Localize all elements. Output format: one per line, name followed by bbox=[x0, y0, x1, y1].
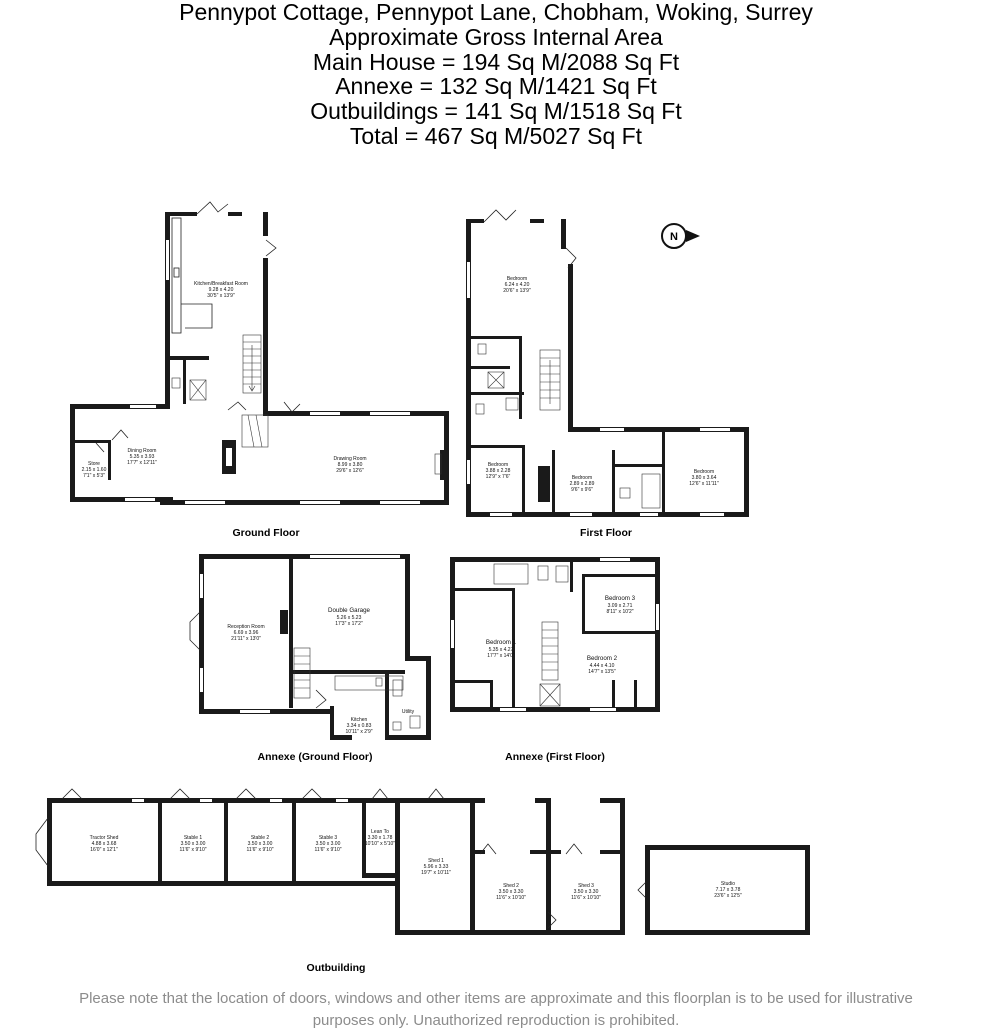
floor-label-ground: Ground Floor bbox=[232, 527, 299, 539]
room-name-shed3: Shed 3 bbox=[578, 883, 594, 889]
room-name-drawing: Drawing Room bbox=[333, 456, 366, 462]
room-imperial-double-garage: 17'3" x 17'2" bbox=[335, 621, 363, 627]
disclaimer-line-1: Please note that the location of doors, … bbox=[79, 990, 913, 1007]
floor-label-annexe-first: Annexe (First Floor) bbox=[505, 751, 605, 763]
room-imperial-shed3: 11'6" x 10'10" bbox=[571, 895, 601, 901]
room-metric-annexe-bed2: 4.44 x 4.10 bbox=[590, 663, 615, 669]
room-imperial-kitchen-breakfast: 30'5" x 13'9" bbox=[207, 293, 235, 299]
room-metric-kitchen-breakfast: 9.28 x 4.20 bbox=[209, 287, 234, 293]
room-imperial-studio: 23'6" x 12'5" bbox=[714, 893, 742, 899]
room-metric-tractor-shed: 4.88 x 3.68 bbox=[92, 841, 117, 847]
room-metric-annexe-kitchen: 3.34 x 0.83 bbox=[347, 723, 372, 729]
room-name-annexe-bed3: Bedroom 3 bbox=[605, 595, 636, 602]
main-house-area: Main House = 194 Sq M/2088 Sq Ft bbox=[312, 48, 680, 75]
room-name-shed1: Shed 1 bbox=[428, 858, 444, 864]
property-address: Pennypot Cottage, Pennypot Lane, Chobham… bbox=[179, 0, 813, 25]
annexe-area: Annexe = 132 Sq M/1421 Sq Ft bbox=[335, 73, 657, 100]
room-imperial-stable2: 11'6" x 9'10" bbox=[246, 847, 273, 853]
room-name-lean-to: Lean To bbox=[371, 829, 389, 835]
room-metric-annexe-bed3: 3.09 x 2.71 bbox=[608, 603, 633, 609]
room-imperial-shed2: 11'6" x 10'10" bbox=[496, 895, 526, 901]
room-metric-shed3: 3.50 x 3.30 bbox=[574, 889, 599, 895]
room-name-dining: Dining Room bbox=[128, 448, 157, 454]
area-heading: Approximate Gross Internal Area bbox=[329, 23, 663, 50]
room-imperial-store: 7'1" x 5'3" bbox=[83, 473, 105, 479]
floor-label-outbuilding: Outbuilding bbox=[307, 962, 366, 974]
room-metric-lean-to: 3.30 x 1.78 bbox=[368, 835, 393, 841]
room-imperial-dining: 17'7" x 12'11" bbox=[127, 460, 157, 466]
room-metric-double-garage: 5.26 x 5.23 bbox=[337, 615, 362, 621]
north-arrow-icon bbox=[661, 223, 700, 249]
room-metric-drawing: 8.99 x 3.80 bbox=[338, 462, 363, 468]
room-name-shed2: Shed 2 bbox=[503, 883, 519, 889]
room-imperial-reception: 21'11" x 13'0" bbox=[231, 636, 261, 642]
room-name-annexe-bed2: Bedroom 2 bbox=[587, 655, 618, 662]
room-name-bedroom-c: Bedroom bbox=[694, 469, 714, 475]
room-imperial-tractor-shed: 16'0" x 12'1" bbox=[90, 847, 118, 853]
room-metric-bedroom-a: 3.88 x 2.28 bbox=[486, 468, 511, 474]
room-metric-bedroom-b: 2.89 x 2.89 bbox=[570, 481, 595, 487]
room-name-bedroom-b: Bedroom bbox=[572, 475, 592, 481]
room-metric-bedroom-c: 3.80 x 3.64 bbox=[692, 475, 717, 481]
annexe-first-floor-plan bbox=[450, 557, 660, 712]
room-name-annexe-bed1: Bedroom 1 bbox=[486, 639, 517, 646]
room-imperial-stable3: 11'6" x 9'10" bbox=[314, 847, 341, 853]
room-metric-stable2: 3.50 x 3.00 bbox=[248, 841, 273, 847]
disclaimer: Please note that the location of doors, … bbox=[0, 988, 992, 1032]
room-name-annexe-kitchen: Kitchen bbox=[351, 717, 368, 723]
ground-floor-plan bbox=[70, 201, 449, 505]
room-metric-annexe-bed1: 5.35 x 4.27 bbox=[489, 647, 514, 653]
room-name-utility: Utility bbox=[402, 709, 415, 715]
room-imperial-bedroom-b: 9'6" x 9'6" bbox=[571, 487, 593, 493]
room-imperial-annexe-kitchen: 10'11" x 2'9" bbox=[345, 729, 372, 735]
room-name-studio: Studio bbox=[721, 881, 735, 887]
room-imperial-annexe-bed2: 14'7" x 13'5" bbox=[588, 669, 616, 675]
outbuildings-area: Outbuildings = 141 Sq M/1518 Sq Ft bbox=[310, 98, 682, 125]
room-metric-shed2: 3.50 x 3.30 bbox=[499, 889, 524, 895]
room-name-store: Store bbox=[88, 461, 100, 467]
room-metric-dining: 5.35 x 3.93 bbox=[130, 454, 155, 460]
room-imperial-bedroom-c: 12'6" x 11'11" bbox=[689, 481, 719, 487]
disclaimer-line-2: purposes only. Unauthorized reproduction… bbox=[312, 1012, 680, 1029]
room-metric-bedroom-top: 6.24 x 4.20 bbox=[505, 282, 530, 288]
first-floor-plan bbox=[466, 209, 749, 517]
compass-letter: N bbox=[670, 231, 678, 243]
outbuilding-plan bbox=[35, 788, 810, 935]
room-metric-store: 2.15 x 1.60 bbox=[82, 467, 107, 473]
room-name-stable3: Stable 3 bbox=[319, 835, 338, 841]
room-imperial-bedroom-a: 12'9" x 7'6" bbox=[486, 474, 511, 480]
room-imperial-annexe-bed3: 8'11" x 10'2" bbox=[606, 609, 633, 615]
room-imperial-shed1: 19'7" x 10'11" bbox=[421, 870, 451, 876]
room-name-tractor-shed: Tractor Shed bbox=[90, 835, 119, 841]
annexe-ground-floor-plan bbox=[189, 554, 431, 740]
title-block: Pennypot Cottage, Pennypot Lane, Chobham… bbox=[0, 0, 992, 149]
room-name-bedroom-a: Bedroom bbox=[488, 462, 508, 468]
room-name-double-garage: Double Garage bbox=[328, 607, 371, 614]
room-metric-studio: 7.17 x 3.78 bbox=[716, 887, 741, 893]
room-name-stable1: Stable 1 bbox=[184, 835, 203, 841]
room-name-kitchen-breakfast: Kitchen/Breakfast Room bbox=[194, 281, 248, 287]
room-name-reception: Reception Room bbox=[227, 624, 264, 630]
room-imperial-drawing: 29'6" x 12'6" bbox=[336, 468, 364, 474]
room-metric-stable3: 3.50 x 3.00 bbox=[316, 841, 341, 847]
floor-label-first: First Floor bbox=[580, 527, 632, 539]
room-metric-stable1: 3.50 x 3.00 bbox=[181, 841, 206, 847]
floor-label-annexe-ground: Annexe (Ground Floor) bbox=[258, 751, 373, 763]
room-metric-shed1: 5.96 x 3.33 bbox=[424, 864, 449, 870]
room-name-bedroom-top: Bedroom bbox=[507, 276, 527, 282]
room-imperial-annexe-bed1: 17'7" x 14'0" bbox=[487, 653, 515, 659]
room-name-stable2: Stable 2 bbox=[251, 835, 270, 841]
total-area: Total = 467 Sq M/5027 Sq Ft bbox=[349, 122, 643, 149]
room-imperial-lean-to: 10'10" x 5'10" bbox=[365, 841, 395, 847]
room-imperial-stable1: 11'6" x 9'10" bbox=[179, 847, 206, 853]
room-imperial-bedroom-top: 20'6" x 13'9" bbox=[503, 288, 531, 294]
room-metric-reception: 6.69 x 3.96 bbox=[234, 630, 259, 636]
